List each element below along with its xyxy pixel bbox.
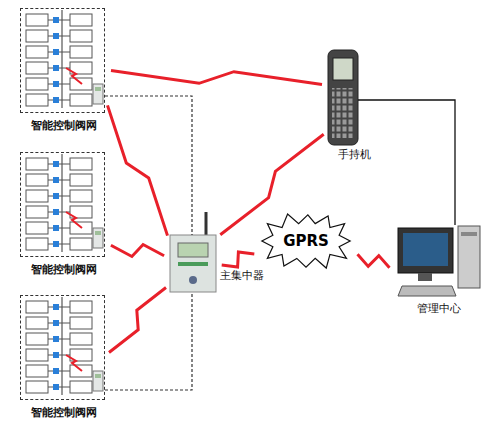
node-label: 智能控制阀网 xyxy=(31,119,97,132)
computer xyxy=(398,226,480,296)
wired-link xyxy=(358,100,455,225)
wireless-link xyxy=(109,288,166,353)
node-label: 手持机 xyxy=(338,148,371,161)
handheld-device xyxy=(328,50,358,145)
node-label: 管理中心 xyxy=(417,302,461,315)
valve-network-group: 智能控制阀网 xyxy=(20,295,105,400)
gprs-cloud: GPRS xyxy=(260,212,352,270)
handheld-node: 手持机 xyxy=(328,50,358,145)
burst-shape xyxy=(262,214,350,268)
wireless-link xyxy=(111,70,322,84)
node-label: 主集中器 xyxy=(220,269,264,282)
valve-network-group: 智能控制阀网 xyxy=(20,152,105,257)
wireless-link xyxy=(358,254,390,267)
dashed-link xyxy=(105,96,192,235)
wireless-link xyxy=(222,252,255,267)
node-label: 智能控制阀网 xyxy=(31,263,97,276)
concentrator-device xyxy=(170,212,216,292)
concentrator-node: 主集中器 xyxy=(170,235,216,292)
wireless-link xyxy=(108,105,168,235)
management-center-node: 管理中心 xyxy=(395,225,482,297)
dashed-link xyxy=(105,292,192,390)
wireless-link xyxy=(111,245,164,257)
node-label: 智能控制阀网 xyxy=(31,406,97,419)
node-label: GPRS xyxy=(283,232,329,250)
valve-network-group: 智能控制阀网 xyxy=(20,8,105,113)
